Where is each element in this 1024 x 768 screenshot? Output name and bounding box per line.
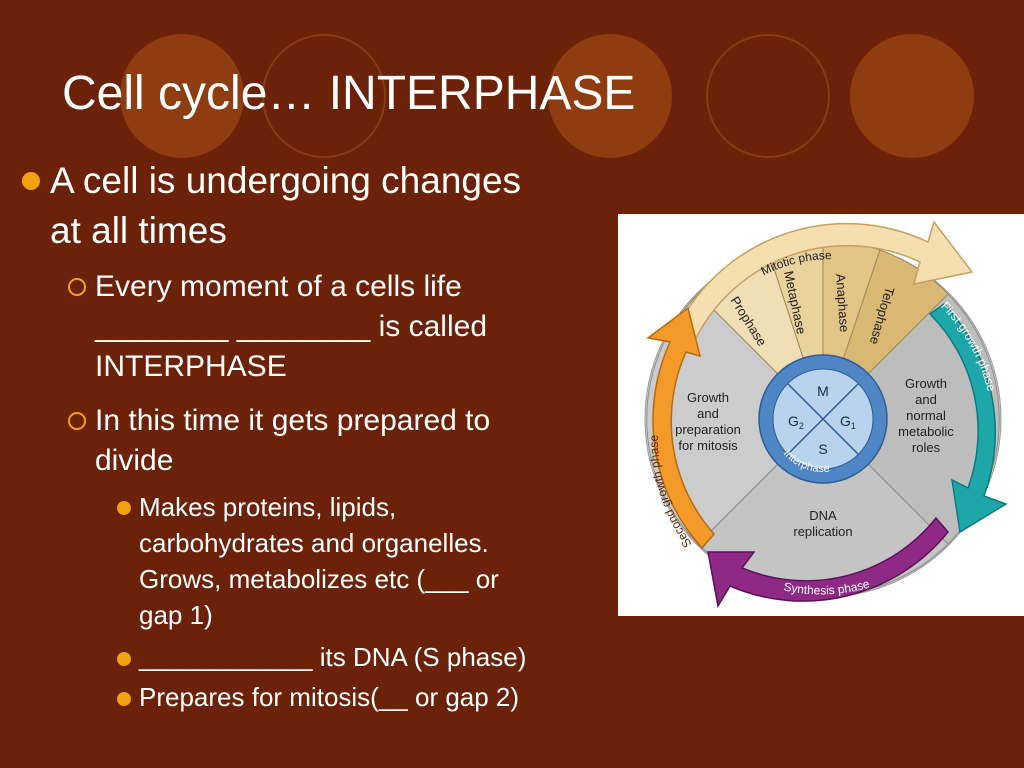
s-text-line: DNA	[809, 508, 837, 523]
s-description: DNA replication	[793, 508, 852, 539]
center-s-label: S	[818, 441, 827, 457]
bullet-ring-icon	[68, 278, 86, 296]
g1-text-line: metabolic	[898, 424, 954, 439]
synthesis-phase-arrow	[707, 516, 949, 609]
center-g1-subscript: 1	[851, 421, 856, 431]
center-g2-letter: G	[788, 413, 799, 429]
decorative-circle	[120, 34, 244, 158]
g1-text-line: and	[915, 392, 937, 407]
bullet-level2-line: ________ ________ is called	[95, 310, 488, 343]
s-text-line: replication	[793, 524, 852, 539]
center-g1-letter: G	[840, 413, 851, 429]
first-growth-arrow	[928, 303, 1008, 534]
g1-text-line: roles	[912, 440, 941, 455]
center-divider	[787, 383, 859, 455]
decorative-circle-outline	[262, 34, 386, 158]
g2-text-line: Growth	[687, 390, 729, 405]
second-growth-arrow	[646, 306, 715, 550]
anaphase-label: Anaphase	[833, 273, 852, 332]
bullet-level3-line: carbohydrates and organelles.	[139, 528, 489, 558]
g2-text-line: and	[697, 406, 719, 421]
decorative-circle	[850, 34, 974, 158]
bullet-dot-icon	[117, 652, 131, 666]
center-g1-label: G1	[840, 413, 856, 431]
decorative-circle-outline	[706, 34, 830, 158]
bullet-dot-icon	[117, 692, 131, 706]
g2-text-line: for mitosis	[678, 438, 738, 453]
center-m-label: M	[817, 383, 829, 399]
mitotic-phase-arrow	[677, 220, 974, 340]
bullet-level1-line: at all times	[50, 210, 227, 251]
cell-cycle-diagram: Mitotic phase First growth phase Synthes…	[618, 214, 1024, 616]
bullet-level3-line: ____________ its DNA (S phase)	[139, 642, 527, 672]
bullet-dot-icon	[22, 172, 40, 190]
bullet-level3-line: Makes proteins, lipids,	[139, 492, 397, 522]
bullet-level2-line: Every moment of a cells life	[95, 270, 462, 303]
bullet-level3-line: Prepares for mitosis(__ or gap 2)	[139, 682, 520, 712]
center-g2-subscript: 2	[799, 421, 804, 431]
cell-cycle-svg: Mitotic phase First growth phase Synthes…	[644, 220, 1008, 609]
bullet-level2-line: In this time it gets prepared to	[95, 404, 491, 437]
g1-text-line: Growth	[905, 376, 947, 391]
bullet-level2-line: divide	[95, 444, 174, 477]
bullet-level1-line: A cell is undergoing changes	[50, 160, 522, 201]
bullet-ring-icon	[68, 412, 86, 430]
g2-description: Growth and preparation for mitosis	[675, 390, 741, 453]
bullet-level2-line: INTERPHASE	[95, 350, 287, 383]
bullet-level3-line: gap 1)	[139, 600, 213, 630]
center-g2-label: G2	[788, 413, 804, 431]
g1-text-line: normal	[906, 408, 946, 423]
bullet-dot-icon	[117, 501, 131, 515]
slide-title: Cell cycle… INTERPHASE	[62, 67, 636, 120]
g2-text-line: preparation	[675, 422, 741, 437]
g1-description: Growth and normal metabolic roles	[898, 376, 954, 455]
bullet-level3-line: Grows, metabolizes etc (___ or	[139, 564, 499, 594]
decorative-circle	[548, 34, 672, 158]
